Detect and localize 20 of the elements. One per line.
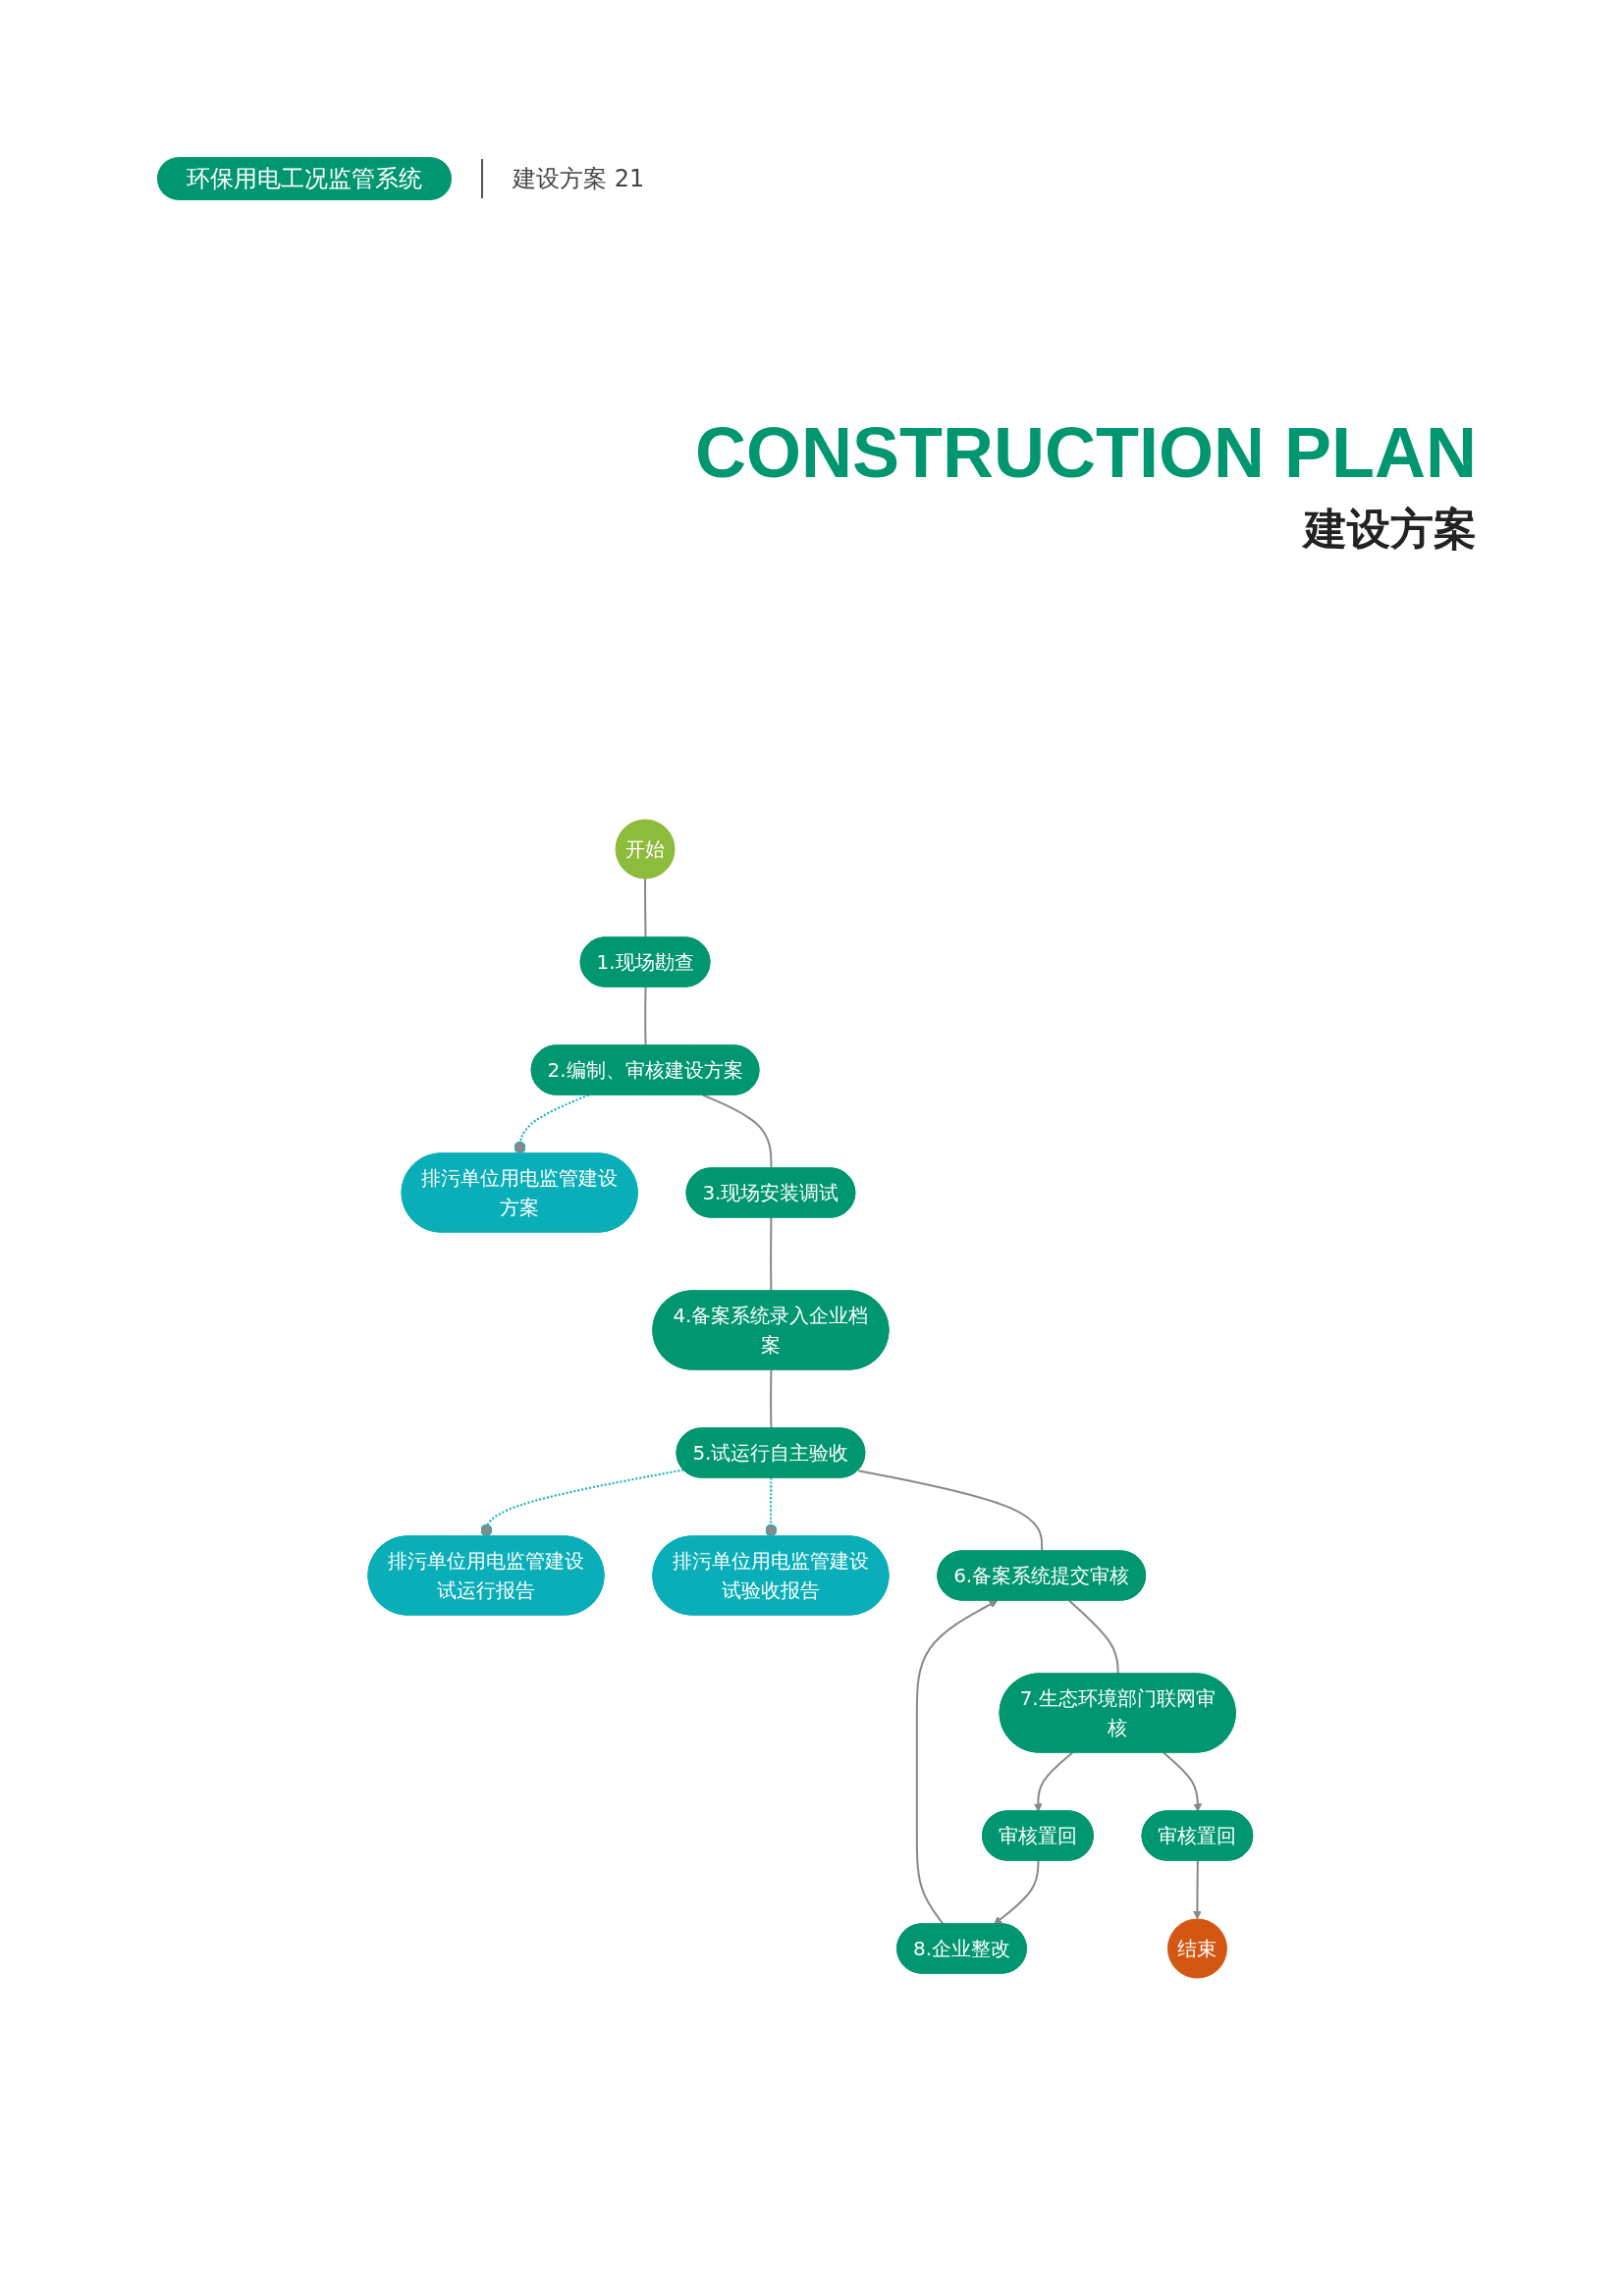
node-circle: 结束 [1166, 1918, 1227, 1979]
connector [480, 1468, 684, 1538]
node-circle: 开始 [615, 819, 676, 880]
connector [643, 986, 647, 1047]
connector [701, 1094, 773, 1170]
header-badge: 环保用电工况监管系统 [157, 157, 452, 200]
title: CONSTRUCTION PLAN [695, 412, 1477, 493]
page-header: 建设方案 21 [513, 164, 645, 194]
connector [514, 1094, 590, 1155]
connector [856, 1469, 1043, 1553]
arrow [993, 1859, 1040, 1925]
subtitle: 建设方案 [1304, 503, 1477, 556]
arrow [1033, 1751, 1073, 1812]
connector [764, 1476, 778, 1538]
arrow [1192, 1859, 1202, 1920]
connector [1067, 1599, 1119, 1676]
connector [769, 1216, 773, 1293]
connector [643, 878, 647, 939]
arrow [1162, 1751, 1202, 1812]
connector [769, 1368, 773, 1430]
